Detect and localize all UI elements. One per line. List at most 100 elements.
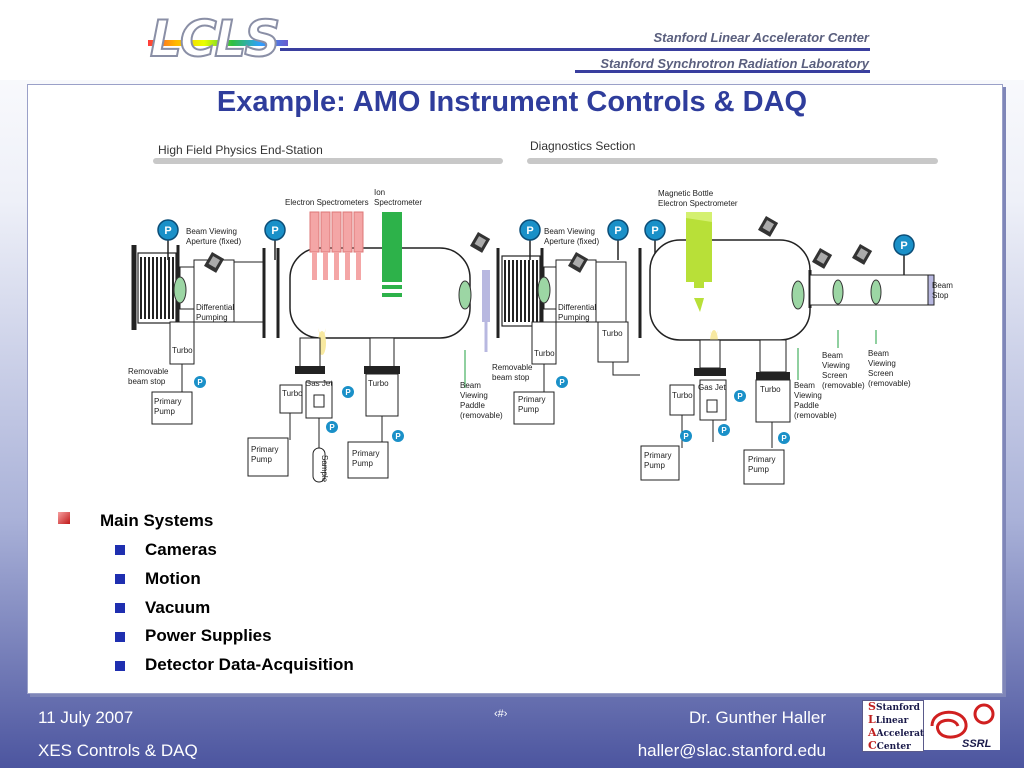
- section-label-left: High Field Physics End-Station: [158, 143, 323, 157]
- pressure-gauge-icon: [734, 390, 746, 402]
- label-beam-stop: beam stop: [128, 377, 166, 386]
- flange: [694, 368, 726, 376]
- pressure-gauge-icon: [194, 376, 206, 388]
- label-beam-viewing: Beam Viewing: [544, 227, 595, 236]
- valve-icon: [870, 279, 882, 305]
- org-line-1: Stanford Linear Accelerator Center: [653, 30, 869, 45]
- turbo-label: Turbo: [282, 389, 303, 398]
- pressure-gauge-icon: [392, 430, 404, 442]
- valve-icon: [537, 276, 551, 304]
- primary-pump-label: Pump: [251, 455, 272, 464]
- turbo-label: Turbo: [172, 346, 193, 355]
- pressure-gauge-icon: [718, 424, 730, 436]
- label-removable: Removable: [128, 367, 169, 376]
- turbo-box: [755, 379, 791, 423]
- gas-jet-nozzle: [706, 399, 718, 413]
- label-pumping: Pumping: [196, 313, 228, 322]
- turbo-box: [169, 321, 195, 365]
- turbo-box: [531, 321, 557, 365]
- bullet-item: Motion: [145, 569, 201, 588]
- turbo-label: Turbo: [534, 349, 555, 358]
- turbo-box: [279, 384, 303, 414]
- slac-logo: SStanford LLinear AAccelerator CCenter: [862, 700, 935, 752]
- pipe: [233, 261, 265, 323]
- bullet-item: Vacuum: [145, 598, 211, 617]
- beam-stop-icon: [927, 274, 935, 306]
- ion-spectrometer: [382, 212, 402, 297]
- turbo-label: Turbo: [760, 385, 781, 394]
- bullet-item: Detector Data-Acquisition: [145, 655, 354, 674]
- label-removable-beam-stop: Removable: [492, 363, 533, 372]
- logo-rainbow: [148, 40, 288, 46]
- org-line-2: Stanford Synchrotron Radiation Laborator…: [600, 56, 869, 71]
- pressure-gauge-icon: [342, 386, 354, 398]
- bullet-item: Power Supplies: [145, 626, 272, 645]
- footer-subject: XES Controls & DAQ: [38, 741, 198, 760]
- amo-instrument-diagram: P P High Field Physics End-Station Diagn…: [128, 139, 953, 485]
- label-removable: (removable): [794, 411, 837, 420]
- gas-jet-nozzle: [313, 394, 325, 408]
- bullet-square-icon: [115, 545, 125, 555]
- primary-pump-label: Primary: [748, 455, 776, 464]
- label-beam: Beam: [822, 351, 843, 360]
- primary-pump-label: Primary: [352, 449, 380, 458]
- pressure-gauge-icon: [680, 430, 692, 442]
- pipe: [759, 339, 787, 373]
- pipe: [699, 339, 721, 369]
- primary-pump-label: Pump: [518, 405, 539, 414]
- valve-icon: [458, 280, 472, 310]
- primary-pump-box: [640, 445, 680, 481]
- label-viewing: Viewing: [868, 359, 896, 368]
- gas-jet-label: Gas Jet: [305, 379, 333, 388]
- bellows-left: [137, 252, 177, 324]
- label-electron-spectrometer: Electron Spectrometer: [658, 199, 738, 208]
- turbo-box: [597, 321, 629, 363]
- magnetic-bottle-spectrometer: [686, 212, 712, 312]
- slide-title: Example: AMO Instrument Controls & DAQ: [216, 86, 808, 118]
- bullet-square-icon: [115, 661, 125, 671]
- lcls-logo: LCLS: [149, 9, 281, 69]
- bullet-item: Cameras: [145, 540, 217, 559]
- turbo-label: Turbo: [368, 379, 389, 388]
- primary-pump-box: [151, 391, 193, 425]
- bullet-icon: [58, 512, 70, 524]
- header-bar: LCLS Stanford Linear Accelerator Center …: [0, 0, 1024, 80]
- label-beam: Beam: [932, 281, 953, 290]
- pressure-gauge-icon: [326, 421, 338, 433]
- beam-pipe: [809, 274, 931, 306]
- label-beam-stop-2: beam stop: [492, 373, 530, 382]
- header-rule-2: [575, 70, 870, 73]
- footer-email: haller@slac.stanford.edu: [637, 741, 826, 760]
- pressure-gauge-icon: [556, 376, 568, 388]
- pressure-gauge-icon: [607, 219, 629, 261]
- turbo-box: [365, 373, 399, 417]
- label-aperture: Aperture (fixed): [544, 237, 599, 246]
- turbo-box: [669, 384, 695, 416]
- label-differential: Differential: [196, 303, 234, 312]
- label-paddle: Paddle: [460, 401, 485, 410]
- valve-icon: [173, 276, 187, 304]
- primary-pump-label: Pump: [644, 461, 665, 470]
- label-beam-viewing: Beam Viewing: [186, 227, 237, 236]
- label-removable: (removable): [868, 379, 911, 388]
- pressure-gauge-icon: [893, 234, 915, 276]
- primary-pump-label: Pump: [352, 459, 373, 468]
- label-screen: Screen: [822, 371, 847, 380]
- footer-date: 11 July 2007: [38, 708, 134, 727]
- primary-pump-box: [743, 449, 785, 485]
- label-screen: Screen: [868, 369, 893, 378]
- label-beam: Beam: [794, 381, 815, 390]
- label-paddle: Paddle: [794, 401, 819, 410]
- pressure-gauge-icon: [264, 219, 286, 261]
- flange: [295, 366, 325, 374]
- camera-icon: [852, 244, 873, 265]
- ssrl-logo: SSRL: [924, 700, 1000, 750]
- bullet-square-icon: [115, 603, 125, 613]
- label-beam: Beam: [868, 349, 889, 358]
- primary-pump-label: Primary: [251, 445, 279, 454]
- label-magnetic-bottle: Magnetic Bottle: [658, 189, 714, 198]
- pipe: [369, 337, 395, 369]
- camera-icon: [812, 248, 833, 269]
- primary-pump-label: Pump: [154, 407, 175, 416]
- ssrl-text: SSRL: [962, 738, 992, 750]
